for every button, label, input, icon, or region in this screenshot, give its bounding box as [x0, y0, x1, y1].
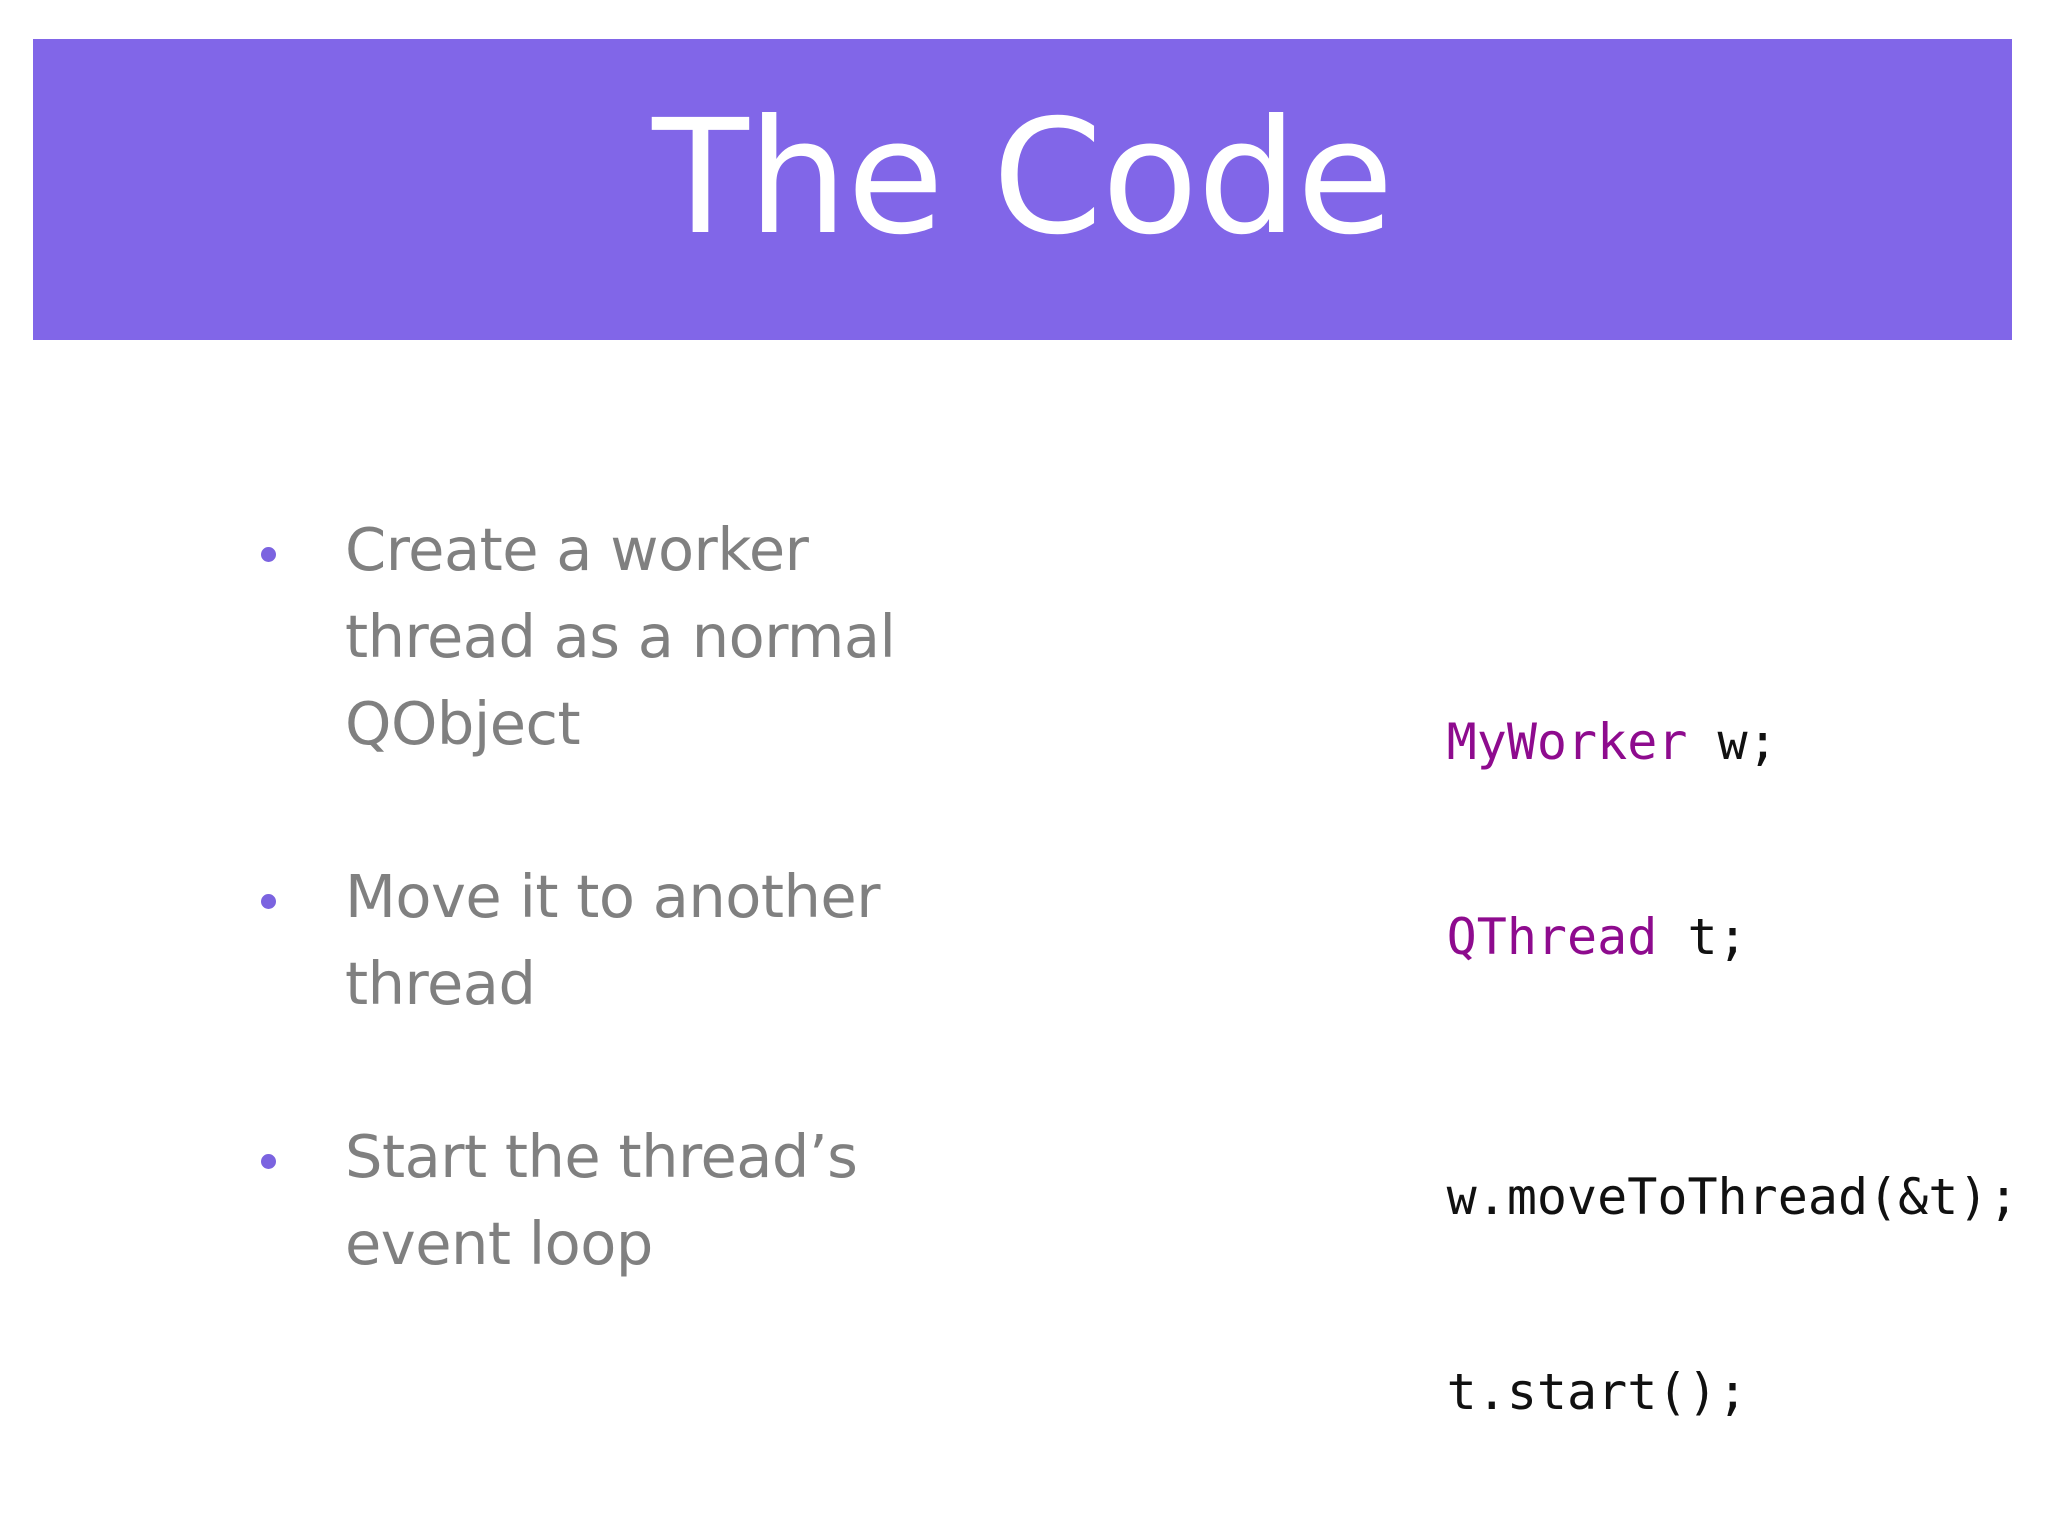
list-item: Move it to another thread — [250, 853, 950, 1027]
code-token-plain: w; — [1687, 713, 1778, 771]
code-block: MyWorker w; QThread t; w.moveToThread(&t… — [1266, 645, 2019, 1490]
bullet-list: Create a worker thread as a normal QObje… — [250, 506, 950, 1287]
bullet-item-label: Move it to another thread — [345, 862, 880, 1018]
code-token-plain: t; — [1657, 908, 1748, 966]
list-item: Start the thread’s event loop — [250, 1113, 950, 1287]
code-token-type: MyWorker — [1446, 713, 1688, 771]
bullet-dot-icon — [261, 1154, 276, 1169]
code-line: QThread t; — [1266, 840, 2019, 1035]
code-token-plain: t.start(); — [1446, 1363, 1748, 1421]
bullet-item-label: Start the thread’s event loop — [345, 1122, 858, 1278]
code-line: MyWorker w; — [1266, 645, 2019, 840]
list-item: Create a worker thread as a normal QObje… — [250, 506, 950, 767]
code-line: t.start(); — [1266, 1295, 2019, 1490]
code-token-type: QThread — [1446, 908, 1658, 966]
page-title: The Code — [652, 85, 1394, 270]
title-banner: The Code — [33, 39, 2012, 340]
code-token-plain: w.moveToThread(&t); — [1446, 1168, 2019, 1226]
bullet-item-label: Create a worker thread as a normal QObje… — [345, 515, 896, 758]
bullet-dot-icon — [261, 547, 276, 562]
bullet-dot-icon — [261, 894, 276, 909]
code-line-blank — [1266, 1035, 2019, 1100]
code-line: w.moveToThread(&t); — [1266, 1100, 2019, 1295]
